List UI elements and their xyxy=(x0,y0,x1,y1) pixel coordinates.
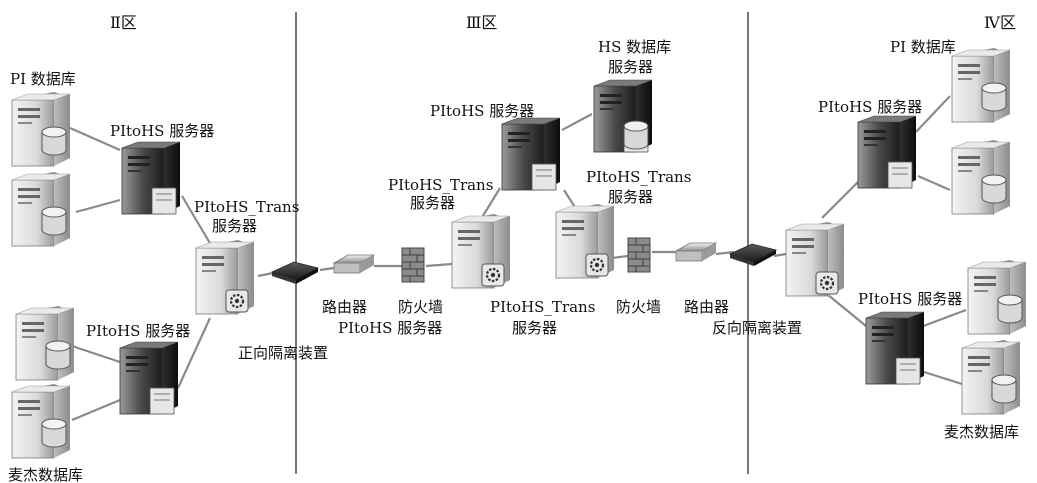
edge-pidb-to-server-left xyxy=(69,126,121,152)
pi-database-right-label: PI 数据库 xyxy=(890,38,956,56)
edge-db3-to-server-left-bottom xyxy=(71,344,121,364)
trans-server-left-label-1: PItoHS_Trans xyxy=(194,198,299,216)
pitohs-trans-server-left xyxy=(196,240,254,314)
database-left-2 xyxy=(11,171,71,247)
edge-maijie-to-server-left-bottom xyxy=(71,398,121,422)
router-mid-label: 路由器 xyxy=(322,298,367,316)
firewall-middle xyxy=(401,247,425,283)
pi-database-left-label: PI 数据库 xyxy=(10,70,76,88)
trans-server-mid-right-label-1: PItoHS_Trans xyxy=(586,168,691,186)
forward-isolation-label: 正向隔离装置 xyxy=(238,344,328,362)
database-right-3 xyxy=(967,259,1027,335)
maijie-database-right-label: 麦杰数据库 xyxy=(944,423,1019,441)
maijie-database-left xyxy=(11,383,71,459)
reverse-isolation-label: 反向隔离装置 xyxy=(712,319,802,337)
edge-db-right-bottom-to-server xyxy=(917,308,967,330)
reverse-isolation-device xyxy=(729,243,777,267)
router-right-label: 路由器 xyxy=(684,298,729,316)
pitohs-server-right-top-label: PItoHS 服务器 xyxy=(818,98,922,116)
pitohs-server-mid-bottom-label: PItoHS 服务器 xyxy=(338,319,442,337)
pitohs-server-mid-top xyxy=(501,117,561,191)
maijie-database-left-label: 麦杰数据库 xyxy=(8,466,83,483)
trans-server-mid-bottom-label-1: PItoHS_Trans xyxy=(490,298,595,316)
edge-server-right-bottom-to-server xyxy=(821,289,867,327)
edge-forward-iso-to-router xyxy=(319,266,335,272)
edge-pidb-right-to-server xyxy=(915,95,951,133)
trans-server-left-label-2: 服务器 xyxy=(212,217,257,235)
firewall-right xyxy=(627,237,651,273)
trans-server-mid-left-label-1: PItoHS_Trans xyxy=(388,176,493,194)
hs-db-server-label-2: 服务器 xyxy=(608,58,653,76)
pi-database-left xyxy=(11,91,71,167)
zone-2-label: Ⅱ区 xyxy=(110,13,137,32)
router-right xyxy=(675,242,717,262)
trans-server-mid-left-label-2: 服务器 xyxy=(410,194,455,212)
edge-server-left-to-trans xyxy=(181,195,215,251)
connection-lines xyxy=(69,95,967,422)
pitohs-server-right-bottom-label: PItoHS 服务器 xyxy=(858,290,962,308)
pitohs-trans-server-right xyxy=(786,222,844,296)
edge-firewall-to-server-mid xyxy=(425,262,453,268)
firewall-mid-label: 防火墙 xyxy=(398,298,443,316)
database-right-2 xyxy=(951,139,1011,215)
edge-db-right-to-server xyxy=(917,174,951,192)
edge-server-top-to-hsdb xyxy=(561,113,593,131)
firewall-right-label: 防火墙 xyxy=(616,298,661,316)
pitohs-server-left-top-label: PItoHS 服务器 xyxy=(110,122,214,140)
pitohs-server-mid-bottom xyxy=(452,214,510,288)
pitohs-server-left-bottom-label: PItoHS 服务器 xyxy=(86,322,190,340)
edge-firewall-right-to-trans xyxy=(611,254,629,260)
pitohs-server-left-top xyxy=(121,141,181,215)
forward-isolation-device xyxy=(271,261,319,285)
pitohs-server-right-bottom xyxy=(865,311,925,385)
pitohs-server-right-top xyxy=(857,115,917,189)
hs-db-server-label-1: HS 数据库 xyxy=(598,38,671,56)
zone-3-label: Ⅲ区 xyxy=(466,13,497,32)
database-left-3 xyxy=(15,305,75,381)
pitohs-trans-server-mid-right xyxy=(556,204,614,278)
maijie-database-right xyxy=(961,339,1021,415)
trans-server-mid-right-label-2: 服务器 xyxy=(608,188,653,206)
hs-database-server xyxy=(593,79,653,153)
edge-server-left-bottom-to-trans xyxy=(176,317,212,389)
edge-server-right-to-reverse-iso xyxy=(773,252,787,258)
edge-db2-to-server-left xyxy=(75,198,121,214)
edge-server-right-top-to-server xyxy=(821,177,863,219)
pitohs-server-mid-top-label: PItoHS 服务器 xyxy=(430,102,534,120)
trans-server-mid-bottom-label-2: 服务器 xyxy=(512,319,557,337)
pitohs-server-left-bottom xyxy=(119,341,179,415)
router-middle xyxy=(333,254,375,274)
zone-4-label: Ⅳ区 xyxy=(984,13,1016,32)
edge-maijie-right-to-server xyxy=(923,370,963,386)
edge-reverse-iso-to-router xyxy=(715,250,735,256)
pi-database-right xyxy=(951,47,1011,123)
